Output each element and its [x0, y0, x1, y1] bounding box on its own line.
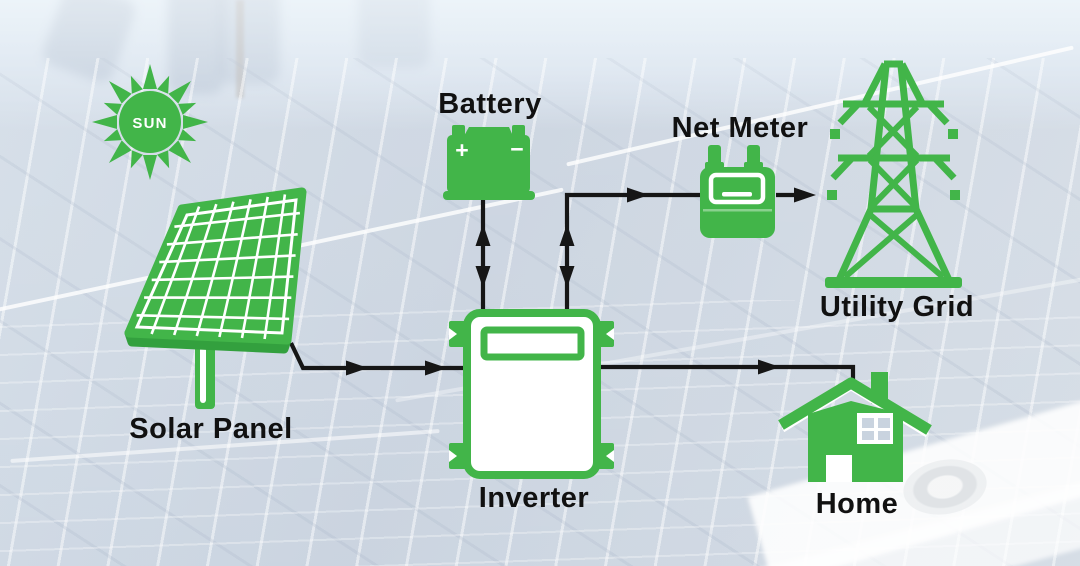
- battery-minus-terminal: −: [510, 136, 523, 162]
- battery-label: Battery: [438, 88, 542, 120]
- arrow-solar-to-inverter: [289, 342, 463, 376]
- solar-panel-icon: [124, 187, 307, 409]
- inverter-icon: [449, 309, 614, 479]
- sun-label: SUN: [132, 115, 167, 132]
- arrow-inverter-to-home: [598, 359, 856, 381]
- home-label: Home: [815, 488, 899, 520]
- net-meter-label: Net Meter: [671, 112, 809, 144]
- battery-plus-terminal: +: [455, 137, 468, 163]
- solar-panel-label: Solar Panel: [129, 413, 293, 445]
- arrow-inverter-netmeter: [559, 187, 701, 313]
- utility-grid-icon: [825, 60, 962, 288]
- net-meter-icon: [700, 145, 775, 238]
- inverter-label: Inverter: [478, 482, 590, 514]
- home-icon: [778, 372, 932, 482]
- arrow-inverter-battery: [475, 197, 491, 313]
- battery-icon: + −: [443, 125, 535, 200]
- utility-grid-label: Utility Grid: [819, 291, 975, 323]
- sun-icon: SUN: [92, 64, 208, 180]
- arrow-netmeter-to-grid: [776, 187, 816, 203]
